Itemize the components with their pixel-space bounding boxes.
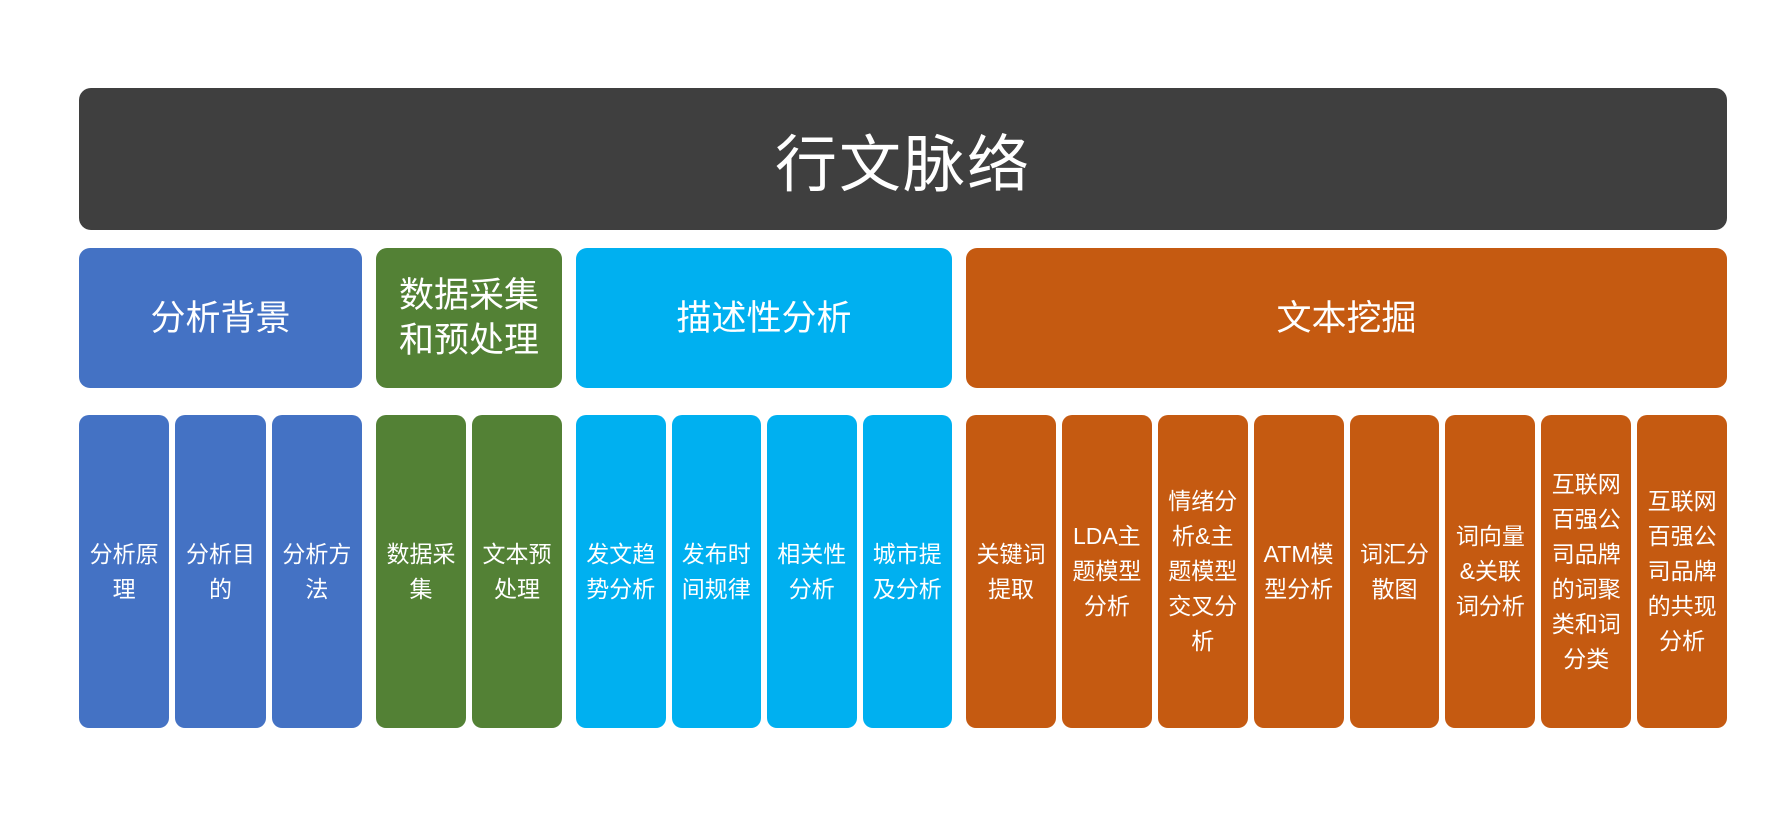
item-brand-cooccurrence-analysis: 互联网百强公司品牌的共现分析 [1637,415,1727,728]
page-title: 行文脉络 [774,131,1031,200]
group-data-collection-preprocessing: 数据采集和预处理 数据采集 文本预处理 [376,248,562,728]
item-keyword-extraction: 关键词提取 [966,415,1056,728]
group-header-data-collection: 数据采集和预处理 [376,248,562,388]
item-label: 相关性分析 [777,540,847,602]
title-banner: 行文脉络 [79,88,1727,230]
item-label: 分析目的 [185,540,255,602]
group-items-text-mining: 关键词提取 LDA主题模型分析 情绪分析&主题模型交叉分析 ATM模型分析 词汇… [966,415,1727,728]
item-label: ATM模型分析 [1263,540,1334,602]
item-label: 词汇分散图 [1359,540,1429,602]
item-label: 互联网百强公司品牌的词聚类和词分类 [1551,470,1621,672]
group-header-label: 数据采集和预处理 [398,276,539,360]
group-header-label: 描述性分析 [676,298,852,338]
item-atm-model-analysis: ATM模型分析 [1253,415,1344,728]
group-header-descriptive-analysis: 描述性分析 [576,248,952,388]
item-label: 数据采集 [386,540,456,602]
group-header-label: 分析背景 [150,298,291,338]
item-lexical-dispersion-plot: 词汇分散图 [1349,415,1440,728]
item-word-vector-related-words: 词向量&关联词分析 [1445,415,1536,728]
item-label: 发文趋势分析 [586,540,656,602]
item-analysis-method: 分析方法 [271,415,362,728]
item-correlation-analysis: 相关性分析 [767,415,857,728]
group-header-label: 文本挖掘 [1276,298,1417,338]
item-label: 互联网百强公司品牌的共现分析 [1647,488,1717,654]
group-analysis-background: 分析背景 分析原理 分析目的 分析方法 [79,248,362,728]
item-post-trend-analysis: 发文趋势分析 [576,415,666,728]
item-data-collection: 数据采集 [376,415,466,728]
item-analysis-principle: 分析原理 [79,415,170,728]
item-city-mention-analysis: 城市提及分析 [862,415,952,728]
item-label: 关键词提取 [976,540,1046,602]
group-items-descriptive-analysis: 发文趋势分析 发布时间规律 相关性分析 城市提及分析 [576,415,952,728]
item-brand-word-clustering-classification: 互联网百强公司品牌的词聚类和词分类 [1541,415,1632,728]
item-label: 分析原理 [89,540,159,602]
item-sentiment-topic-cross-analysis: 情绪分析&主题模型交叉分析 [1157,415,1248,728]
group-header-analysis-background: 分析背景 [79,248,362,388]
item-label: 发布时间规律 [681,540,751,602]
group-descriptive-analysis: 描述性分析 发文趋势分析 发布时间规律 相关性分析 城市提及分析 [576,248,952,728]
group-header-text-mining: 文本挖掘 [966,248,1727,388]
item-label: 情绪分析&主题模型交叉分析 [1168,488,1238,654]
item-label: 文本预处理 [482,540,552,602]
item-label: 城市提及分析 [872,540,942,602]
group-text-mining: 文本挖掘 关键词提取 LDA主题模型分析 情绪分析&主题模型交叉分析 ATM模型… [966,248,1727,728]
item-text-preprocessing: 文本预处理 [472,415,562,728]
item-label: 词向量&关联词分析 [1455,523,1525,619]
item-label: LDA主题模型分析 [1072,523,1142,619]
item-publish-time-pattern: 发布时间规律 [671,415,761,728]
item-lda-topic-model: LDA主题模型分析 [1061,415,1152,728]
group-items-analysis-background: 分析原理 分析目的 分析方法 [79,415,362,728]
item-label: 分析方法 [282,540,352,602]
item-analysis-purpose: 分析目的 [175,415,266,728]
diagram-layout: 行文脉络 分析背景 分析原理 分析目的 分析方法 数据采集和预处理 数据采集 [79,88,1727,728]
diagram-grid: 分析背景 分析原理 分析目的 分析方法 数据采集和预处理 数据采集 文本预处理 [79,248,1727,728]
group-items-data-collection: 数据采集 文本预处理 [376,415,562,728]
